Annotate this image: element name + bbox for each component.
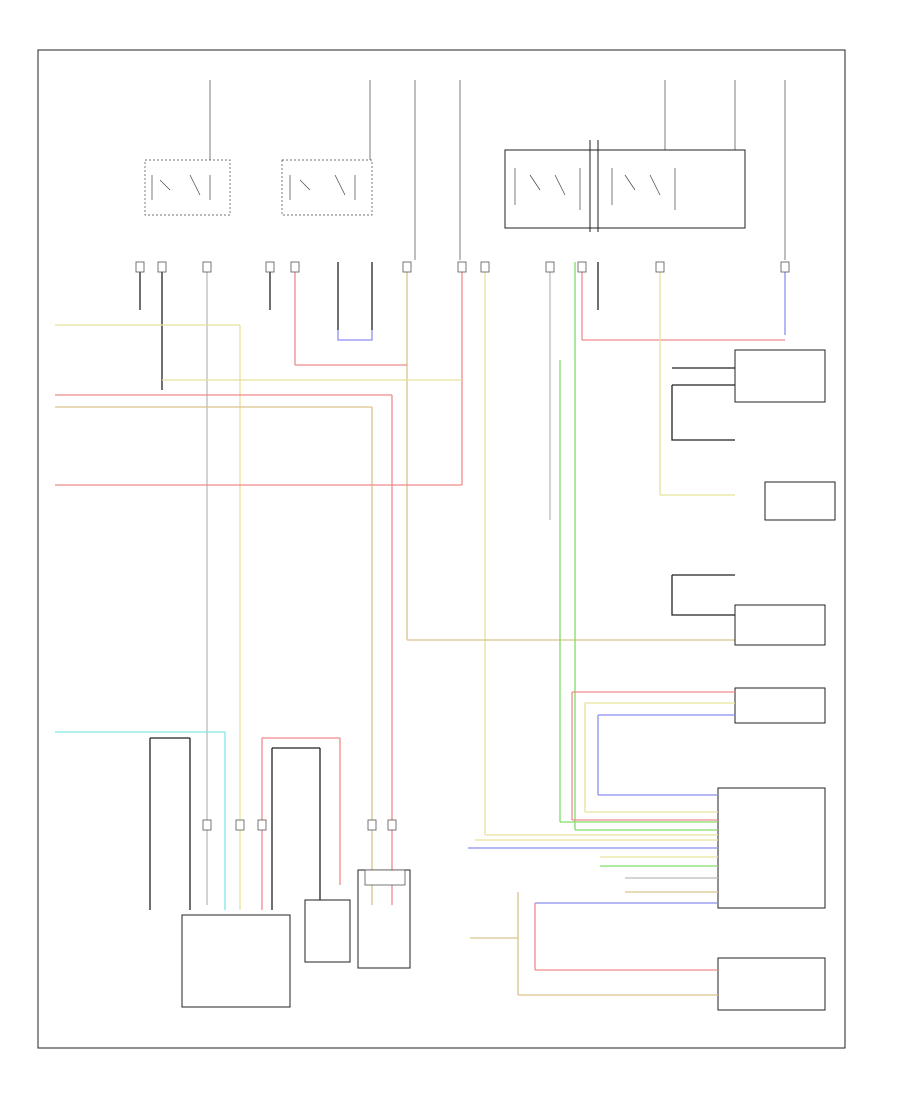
pcm-harness xyxy=(468,794,718,996)
right-components xyxy=(571,349,836,1011)
relay-switches xyxy=(151,168,676,210)
relay-boxes xyxy=(144,140,746,232)
bottom-components xyxy=(149,737,411,1008)
connector-markers xyxy=(135,261,790,831)
power-feeds xyxy=(209,80,786,260)
left-wires xyxy=(139,262,486,905)
right-wires xyxy=(549,262,786,830)
diagram-frame xyxy=(37,49,846,1049)
